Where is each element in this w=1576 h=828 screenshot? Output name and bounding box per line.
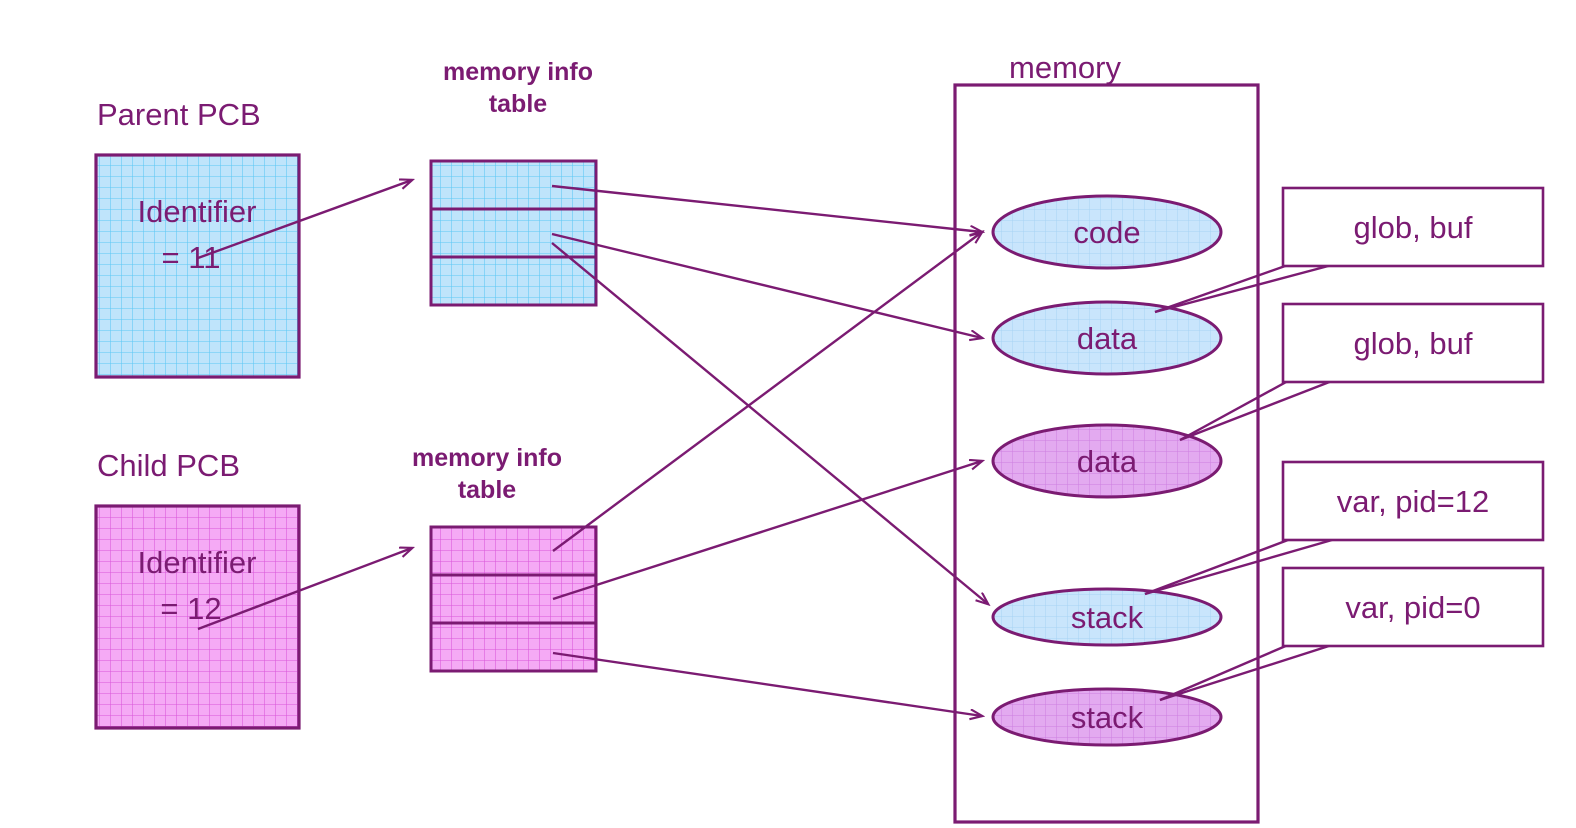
arrow-child-row1-to-code (552, 232, 982, 552)
leader-line-callout-1 (1154, 263, 1289, 314)
memory-segment-data-parent-label: data (1077, 321, 1138, 356)
arrow-parent-row2-to-data (551, 232, 982, 338)
child-pcb-identifier-line2: = 12 (160, 591, 221, 626)
parent-pcb-caption: Parent PCB (97, 97, 261, 132)
memory-container (953, 83, 1260, 824)
child-pcb-box (94, 504, 301, 730)
parent-memory-info-table (429, 159, 598, 307)
memory-segment-data-parent (991, 300, 1223, 376)
arrow-child-pcb-to-table (197, 548, 412, 631)
memory-label: memory (1009, 50, 1121, 85)
child-table-box (429, 525, 598, 673)
callout-label-1: glob, buf (1354, 210, 1473, 245)
memory-segment-stack-child (991, 687, 1223, 747)
parent-pcb-identifier-line2: = 11 (162, 240, 221, 275)
callout-label-2: glob, buf (1354, 326, 1473, 361)
parent-pcb-identifier-line1: Identifier (138, 194, 257, 229)
leader-line-callout-2b (1179, 379, 1333, 442)
arrow-parent-row3-to-stack (551, 242, 988, 604)
arrow-parent-row1-to-code (551, 184, 982, 232)
memory-segment-data-child-label: data (1077, 444, 1138, 479)
child-table-caption-line2: table (458, 476, 516, 504)
child-table-caption-line1: memory info (412, 444, 562, 472)
memory-segment-stack-parent (991, 587, 1223, 647)
callout-label-4: var, pid=0 (1345, 590, 1480, 625)
callout-box-2 (1281, 302, 1545, 384)
parent-pcb-box (94, 153, 301, 379)
leader-line-callout-3 (1144, 538, 1289, 596)
leader-line-callout-4 (1159, 643, 1289, 702)
arrow-parent-pcb-to-table (197, 180, 412, 260)
child-memory-info-table (429, 525, 598, 673)
memory-box (953, 83, 1260, 824)
arrow-child-row2-to-data (552, 461, 982, 601)
memory-segment-stack-child-label: stack (1071, 700, 1144, 735)
leader-line-callout-2 (1179, 379, 1289, 442)
memory-segment-stack-parent-label: stack (1071, 600, 1144, 635)
leader-line-callout-3b (1144, 538, 1333, 596)
memory-segment-code-label: code (1073, 215, 1140, 250)
memory-segment-data-child (991, 423, 1223, 499)
parent-table-caption-line2: table (489, 90, 547, 118)
parent-table-caption-line1: memory info (443, 58, 593, 86)
arrow-child-row3-to-stack (552, 651, 982, 716)
parent-pcb-group (94, 153, 301, 379)
parent-table-box (429, 159, 598, 307)
child-pcb-caption: Child PCB (97, 448, 240, 483)
leader-line-callout-1b (1154, 263, 1333, 314)
child-pcb-group (94, 504, 301, 730)
callout-label-3: var, pid=12 (1337, 484, 1490, 519)
callout-box-1 (1281, 186, 1545, 268)
callout-box-3 (1281, 460, 1545, 542)
leader-line-callout-4b (1159, 643, 1333, 702)
child-pcb-identifier-line1: Identifier (138, 545, 257, 580)
memory-segment-code (991, 194, 1223, 270)
callout-box-4 (1281, 566, 1545, 648)
